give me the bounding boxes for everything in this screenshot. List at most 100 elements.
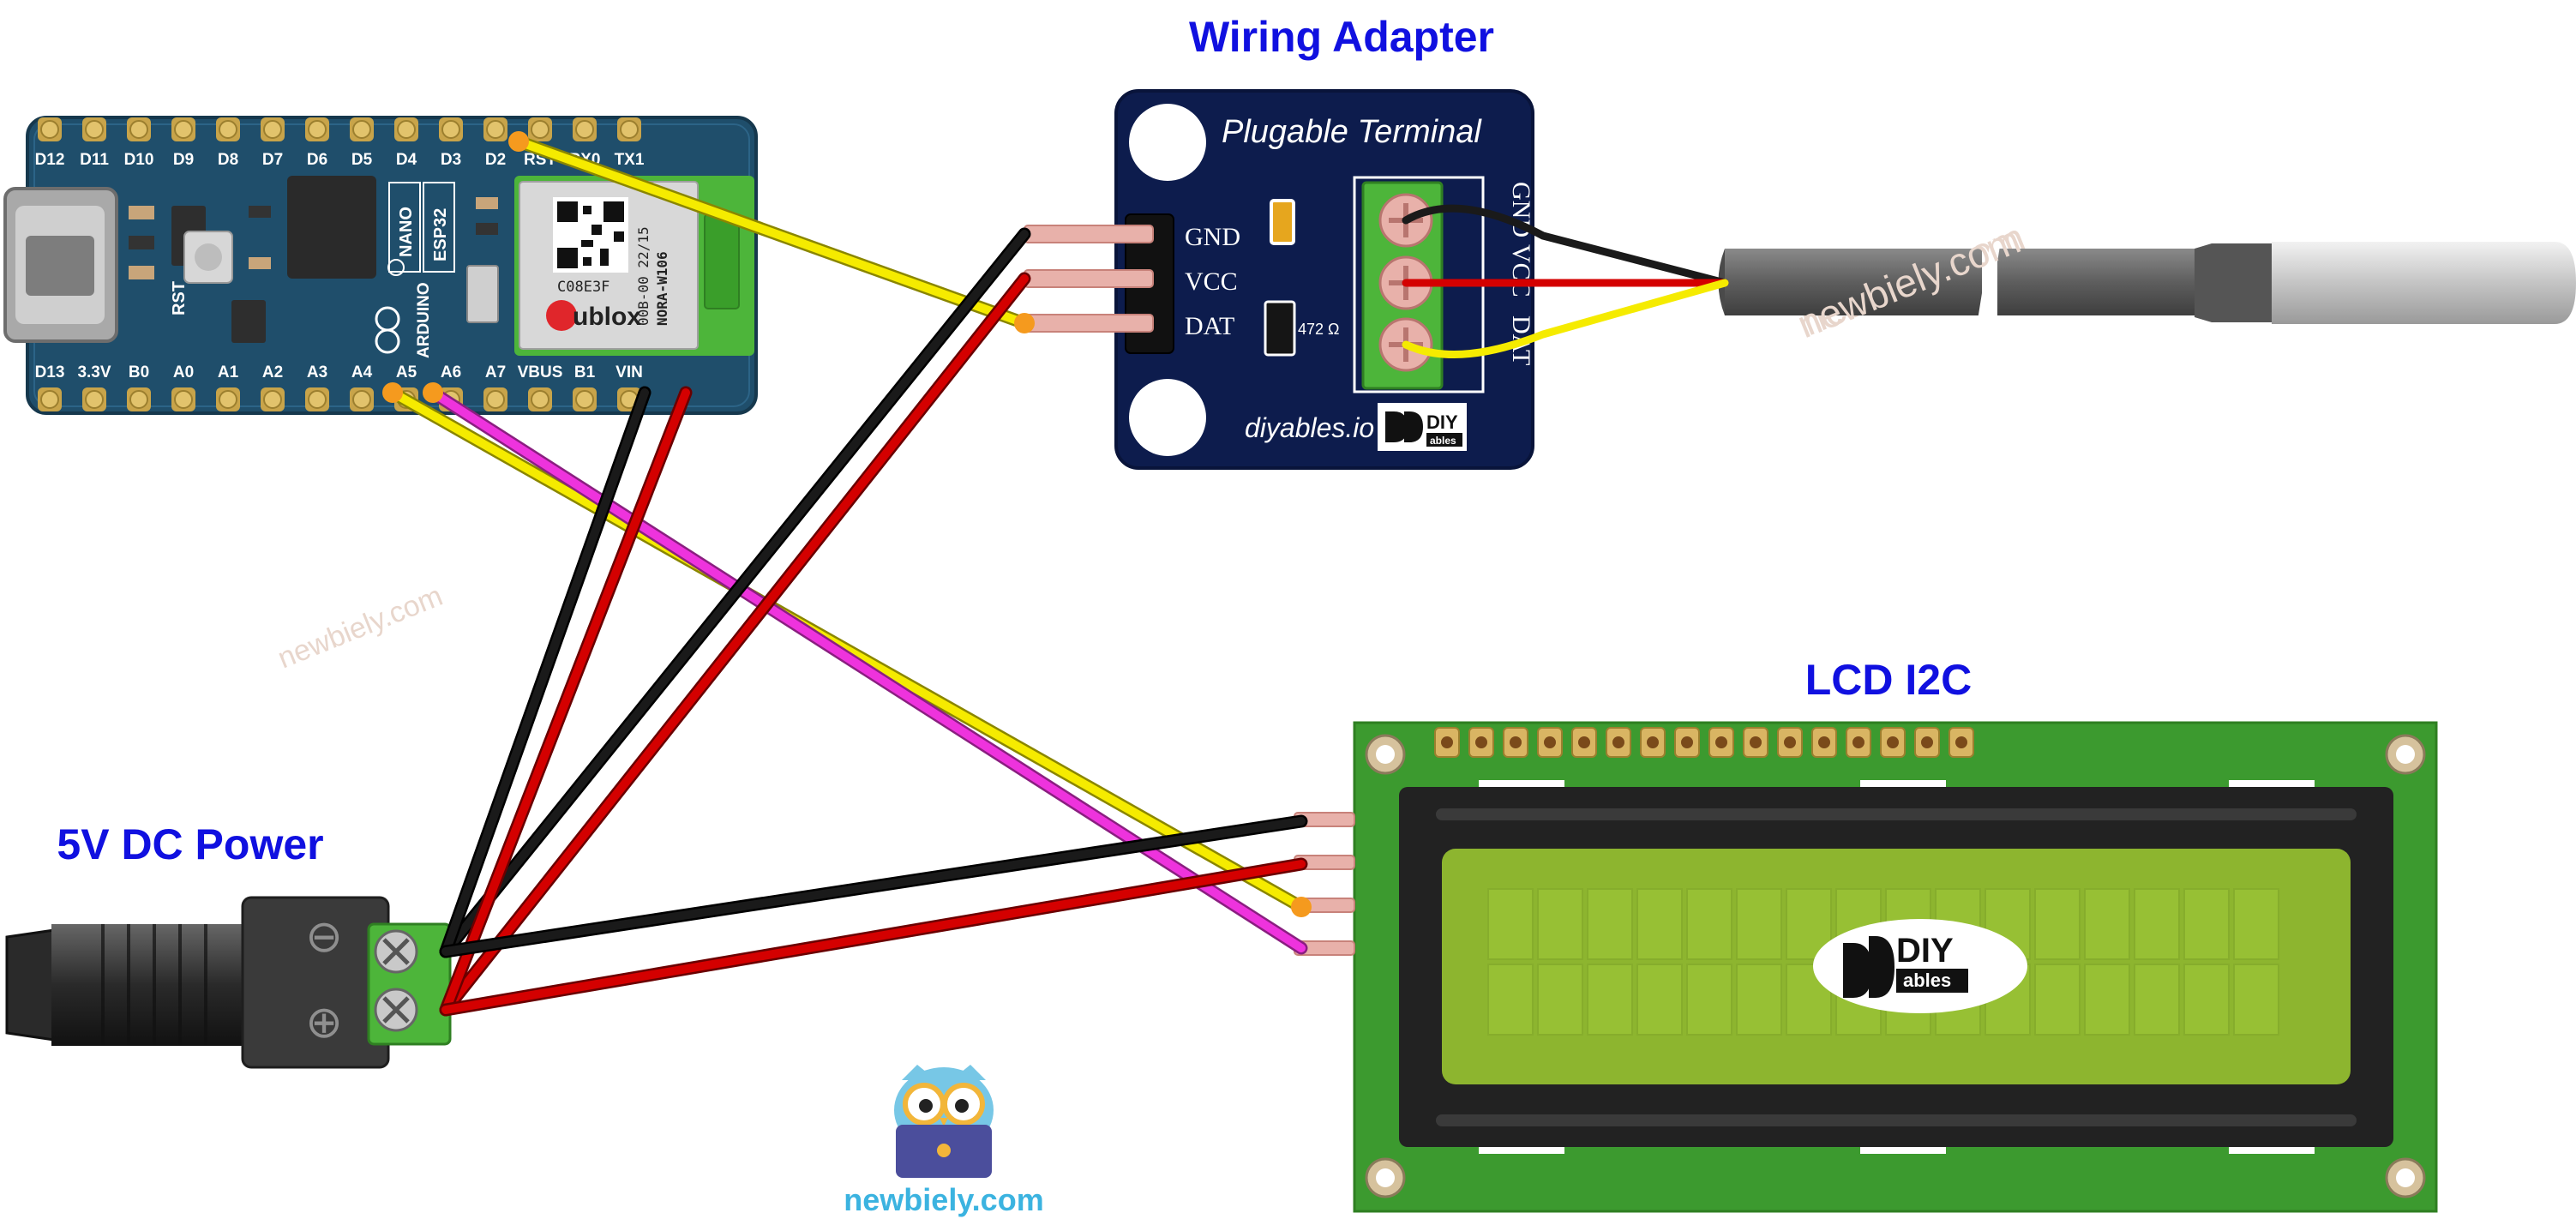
lcd-header-pad	[1914, 727, 1940, 758]
pin-label-bottom: A7	[485, 363, 506, 381]
lcd-char-cell	[2233, 964, 2279, 1036]
adapter-pin-gnd: GND	[1024, 223, 1240, 251]
lcd-char-cell	[2183, 888, 2230, 960]
power-terminal-screw-minus	[374, 929, 418, 974]
pin-label-bottom: A6	[441, 363, 461, 381]
sensor-collar	[2195, 243, 2272, 322]
lcd-char-cell	[1636, 888, 1683, 960]
arduino-brand-label: ARDUINO	[415, 282, 433, 358]
lcd-char-cell	[1487, 964, 1534, 1036]
pin-label-top: D7	[262, 151, 283, 169]
pin-label-bottom: 3.3V	[77, 363, 111, 381]
lcd-char-cell	[1487, 888, 1534, 960]
crystal-component	[466, 265, 499, 323]
header-pin-top: TX1	[615, 117, 645, 169]
pin-label-bottom: VBUS	[518, 363, 563, 381]
board-watermark: newbiely.com	[273, 579, 447, 675]
pin-label-bottom: A1	[218, 363, 239, 381]
adapter-pin-label-gnd: GND	[1185, 223, 1240, 251]
ublox-logo-icon	[546, 300, 577, 331]
lcd-header-pad	[1606, 727, 1631, 758]
lcd-diyables-logo: DIY ables	[1813, 919, 2027, 1013]
cable-break-mark	[1977, 239, 2001, 327]
mount-hole-top	[1129, 104, 1206, 181]
adapter-site-label: diyables.io	[1245, 412, 1374, 443]
arduino-nano-esp32: RST NANO ESP32 ARDUINO	[3, 116, 758, 415]
wire-a4-lcd-sda	[388, 388, 1306, 911]
temperature-sensor: newbiely.com	[1718, 217, 2576, 346]
lcd-title: LCD I2C	[1805, 656, 1972, 704]
adapter-logo-top-text: DIY	[1426, 411, 1458, 433]
pin-label-top: D4	[396, 151, 417, 169]
qr-code-icon	[553, 197, 628, 273]
wire-d2-dat	[514, 137, 1029, 327]
header-pin-bottom: A7	[483, 363, 507, 411]
header-pin-bottom: A2	[261, 363, 285, 411]
pin-label-bottom: D13	[35, 363, 65, 381]
lcd-logo-bottom-text: ables	[1903, 970, 1951, 991]
adapter-pin-label-dat: DAT	[1185, 312, 1234, 340]
pin-label-top: TX1	[615, 151, 645, 169]
module-line-2: NORA-W106	[654, 251, 670, 326]
header-pin-top: D12	[35, 117, 65, 169]
small-chip	[231, 300, 266, 343]
board-label-nano: NANO	[397, 207, 416, 257]
sensor-wire-black	[1402, 204, 1729, 287]
wiring-adapter-title: Wiring Adapter	[1189, 13, 1494, 61]
header-pin-bottom: A3	[305, 363, 329, 411]
lcd-header-pad	[1503, 727, 1528, 758]
wire-endpoint-dot	[508, 131, 529, 152]
lcd-char-cell	[2084, 964, 2130, 1036]
header-pin-top: D7	[261, 117, 285, 169]
wire-a5-lcd-scl	[429, 388, 1306, 952]
pin-label-top: D6	[307, 151, 327, 169]
lcd-header-pad	[1811, 727, 1837, 758]
header-pin-top: D8	[216, 117, 240, 169]
mount-hole-bottom	[1129, 379, 1206, 456]
wire-endpoint-dot	[382, 382, 403, 403]
power-title: 5V DC Power	[57, 820, 323, 868]
wire-lcd-gnd-power	[441, 817, 1306, 956]
usb-c-connector	[3, 187, 118, 343]
adapter-pin-vcc: VCC	[1024, 267, 1238, 296]
pin-label-bottom: A3	[307, 363, 327, 381]
power-terminal-screw-plus	[374, 988, 418, 1032]
lcd-char-cell	[1537, 888, 1583, 960]
adapter-logo-bottom-text: ables	[1430, 435, 1456, 447]
plus-symbol: ⊕	[305, 997, 343, 1048]
dc-power-jack: ⊖ ⊕	[5, 896, 452, 1069]
header-pin-top: D3	[439, 117, 463, 169]
wire-adapter-gnd-power	[441, 230, 1029, 956]
lcd-header-pad	[1571, 727, 1597, 758]
lcd-char-cell	[2084, 888, 2130, 960]
lcd-header-pad	[1708, 727, 1734, 758]
header-pin-bottom: A4	[350, 363, 374, 411]
lcd-char-cell	[2134, 964, 2180, 1036]
pin-label-top: D9	[173, 151, 194, 169]
pin-label-top: D10	[124, 151, 154, 169]
pin-label-top: D12	[35, 151, 65, 169]
reset-button	[183, 231, 233, 284]
sensor-wire-yellow	[1402, 279, 1729, 359]
lcd-header-pads	[1434, 727, 1974, 758]
lcd-header-pad	[1846, 727, 1871, 758]
header-pin-bottom: D13	[35, 363, 65, 411]
lcd-char-cell	[1537, 964, 1583, 1036]
wire-lcd-vcc-power	[441, 860, 1306, 1014]
lcd-i2c-display: DIY ables	[1294, 721, 2438, 1213]
lcd-header-pad	[1949, 727, 1974, 758]
lcd-char-cell	[1736, 888, 1782, 960]
header-pin-top: D2	[483, 117, 507, 169]
pin-label-top: D8	[218, 151, 238, 169]
screw-terminal-block: GND VCC DAT	[1353, 176, 1535, 393]
sensor-cable	[1725, 249, 1982, 315]
header-pin-bottom: A0	[171, 363, 195, 411]
pin-label-bottom: VIN	[615, 363, 643, 381]
wire-endpoint-dot	[1014, 313, 1035, 333]
smd-capacitor	[1270, 199, 1295, 245]
lcd-header-pad	[1777, 727, 1803, 758]
newbiely-site-label: newbiely.com	[844, 1182, 1043, 1217]
header-pin-top: D9	[171, 117, 195, 169]
adapter-title: Plugable Terminal	[1222, 114, 1482, 150]
